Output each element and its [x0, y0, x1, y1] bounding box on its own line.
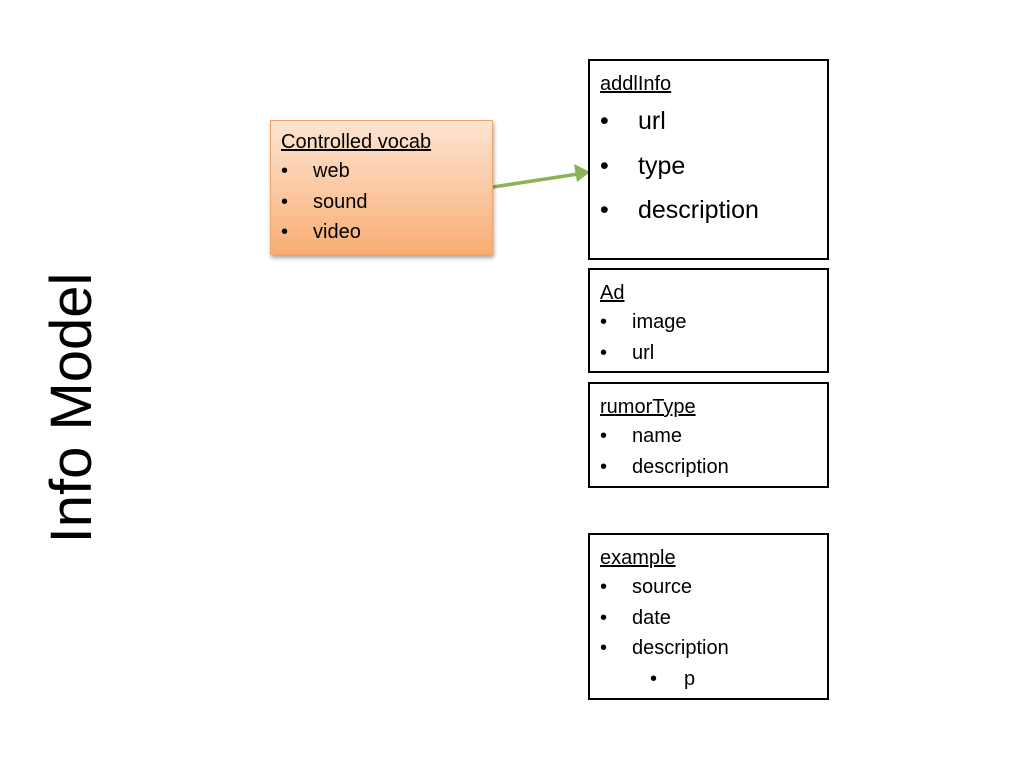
controlled-vocab-list: web sound video	[281, 156, 482, 248]
rumortype-fields: name description	[600, 421, 817, 482]
example-title: example	[600, 547, 676, 569]
list-item: image	[600, 307, 817, 338]
list-item: description	[600, 452, 817, 483]
addlinfo-entity-box: addlInfo url type description	[588, 59, 829, 260]
list-item: web	[281, 156, 482, 187]
list-item: description	[600, 633, 817, 664]
addlinfo-fields: url type description	[600, 99, 817, 233]
slide-title: Info Model	[39, 272, 104, 544]
controlled-vocab-title: Controlled vocab	[281, 131, 432, 153]
list-item: type	[600, 144, 817, 189]
example-entity-box: example source date description p	[588, 533, 829, 700]
list-item: url	[600, 99, 817, 144]
list-item: url	[600, 338, 817, 369]
ad-fields: image url	[600, 307, 817, 368]
arrow-line	[491, 172, 580, 189]
list-item: video	[281, 217, 482, 248]
list-item: source	[600, 572, 817, 603]
list-item: sound	[281, 187, 482, 218]
ad-entity-box: Ad image url	[588, 268, 829, 373]
list-item: date	[600, 603, 817, 634]
list-item: description	[600, 188, 817, 233]
rumortype-entity-box: rumorType name description	[588, 382, 829, 488]
list-item: name	[600, 421, 817, 452]
example-fields: source date description p	[600, 572, 817, 694]
list-subitem: p	[600, 664, 817, 695]
controlled-vocab-box: Controlled vocab web sound video	[270, 120, 493, 255]
ad-title: Ad	[600, 282, 625, 304]
rumortype-title: rumorType	[600, 396, 696, 418]
addlinfo-title: addlInfo	[600, 73, 672, 95]
